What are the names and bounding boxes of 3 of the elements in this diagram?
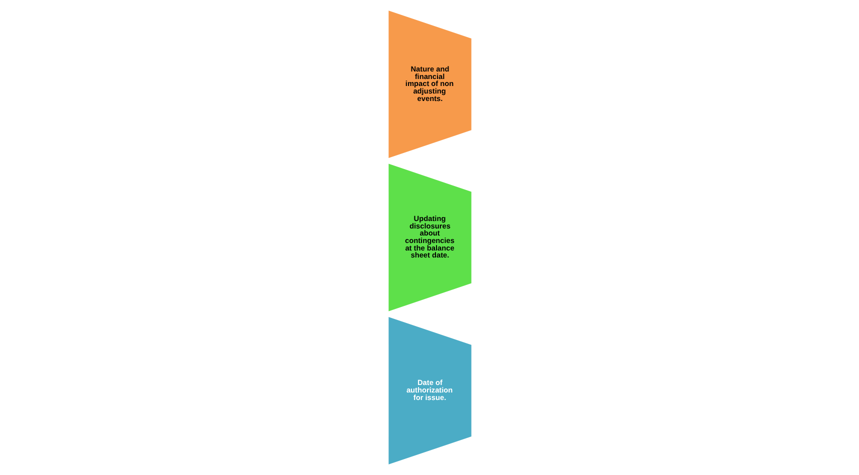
- node-box: Date of authorization for issue.: [388, 316, 471, 464]
- node-box: Updating disclosures about contingencies at the balance sheet date.: [388, 164, 471, 312]
- node-box: Nature and financial impact of non adjusting events.: [388, 10, 471, 158]
